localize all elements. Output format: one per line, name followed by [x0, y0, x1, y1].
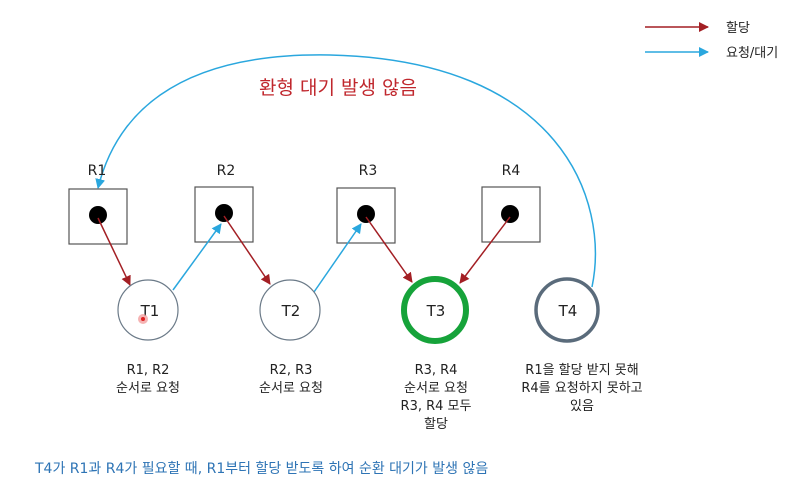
svg-text:R1, R2: R1, R2	[127, 363, 170, 378]
resource-label-r4: R4	[502, 163, 521, 179]
svg-text:R1을 할당 받지 못해: R1을 할당 받지 못해	[525, 363, 638, 378]
thread-t4-desc: R1을 할당 받지 못해 R4를 요청하지 못하고 있음	[521, 363, 642, 414]
r4-to-t3-alloc-arrow	[459, 216, 511, 284]
r2-to-t2-alloc-arrow	[223, 215, 271, 285]
resource-r1	[68, 188, 128, 245]
resource-label-r3: R3	[359, 163, 378, 179]
svg-text:R4를 요청하지 못하고: R4를 요청하지 못하고	[521, 381, 642, 396]
svg-text:순서로 요청: 순서로 요청	[116, 381, 180, 396]
svg-text:순서로 요청: 순서로 요청	[259, 381, 323, 396]
legend: 할당 요청/대기	[645, 21, 778, 61]
t2-to-r3-request-arrow	[313, 223, 362, 293]
svg-text:할당: 할당	[424, 417, 448, 432]
resource-label-r1: R1	[88, 163, 107, 179]
r1-to-t1-alloc-arrow	[97, 217, 131, 286]
resource-r3	[336, 187, 396, 244]
resource-r4	[481, 186, 541, 243]
thread-t2-desc: R2, R3 순서로 요청	[259, 363, 323, 396]
svg-text:R2, R3: R2, R3	[270, 363, 313, 378]
thread-t3-label: T3	[426, 302, 446, 320]
svg-text:R3, R4 모두: R3, R4 모두	[401, 399, 472, 414]
thread-t1-desc: R1, R2 순서로 요청	[116, 363, 180, 396]
footer-note: T4가 R1과 R4가 필요할 때, R1부터 할당 받도록 하여 순환 대기가…	[34, 461, 488, 477]
thread-t1: T1	[117, 279, 179, 341]
thread-t3: T3	[401, 276, 469, 344]
resource-r2-token	[215, 204, 233, 222]
thread-t2-label: T2	[281, 302, 301, 320]
diagram-title: 환형 대기 발생 않음	[259, 77, 417, 99]
svg-text:순서로 요청: 순서로 요청	[404, 381, 468, 396]
r3-to-t3-alloc-arrow	[365, 216, 413, 283]
svg-text:있음: 있음	[570, 399, 594, 414]
resource-r4-token	[501, 205, 519, 223]
thread-t4-label: T4	[558, 302, 578, 320]
thread-t2: T2	[259, 279, 321, 341]
resource-r3-token	[357, 205, 375, 223]
thread-t3-desc: R3, R4 순서로 요청 R3, R4 모두 할당	[401, 363, 472, 432]
legend-request-label: 요청/대기	[726, 46, 778, 61]
t4-to-r1-request-arrow	[95, 54, 597, 288]
thread-t4: T4	[534, 277, 600, 343]
resource-label-r2: R2	[217, 163, 236, 179]
t1-to-r2-request-arrow	[172, 223, 222, 291]
svg-text:R3, R4: R3, R4	[415, 363, 458, 378]
legend-alloc-label: 할당	[726, 21, 750, 36]
resource-r2	[194, 186, 254, 243]
resource-r1-token	[89, 206, 107, 224]
